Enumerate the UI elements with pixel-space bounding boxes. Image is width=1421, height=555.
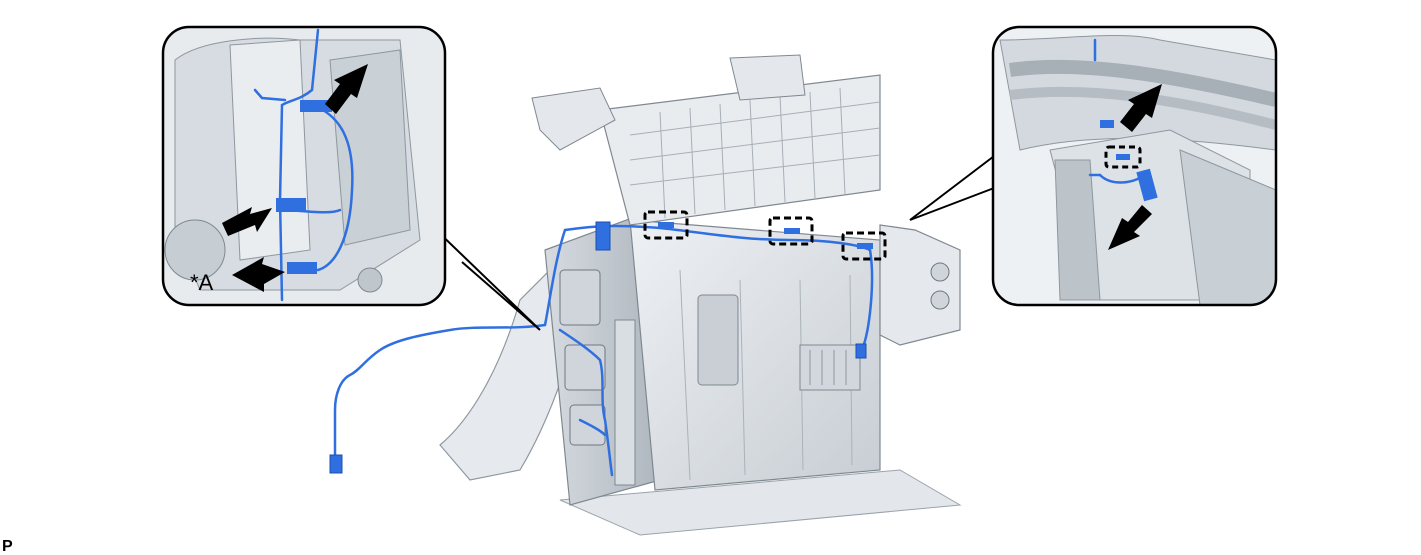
floor-duct <box>559 469 962 536</box>
clamp-outline-icon <box>643 210 887 261</box>
clamp-outline-icon <box>1104 145 1142 169</box>
connector-icon <box>1136 168 1158 202</box>
connector-icon <box>1100 120 1114 128</box>
pointer-arrow-icon <box>222 207 272 236</box>
callout-leaders <box>430 149 1003 331</box>
wire-harness <box>333 224 874 477</box>
door-actuators <box>559 269 606 446</box>
heater-core-housing <box>879 224 961 346</box>
filter-frame <box>614 319 636 486</box>
pointer-arrow-icon <box>1108 205 1152 250</box>
figure-corner-code: P <box>2 538 13 555</box>
pointer-arrow-icon <box>1120 84 1162 132</box>
pointer-arrow-icon <box>325 64 368 114</box>
detail-callout-left <box>161 25 447 307</box>
connector-icon <box>595 221 611 251</box>
connector-icon <box>300 100 332 112</box>
connector-icon <box>855 343 867 359</box>
connector-icon <box>276 198 306 212</box>
blower-grid <box>629 87 881 219</box>
pointer-arrow-icon <box>232 257 285 292</box>
clamp-marker <box>658 222 873 249</box>
callout-label-a: *A <box>190 270 214 295</box>
outlet-duct-left <box>531 87 616 151</box>
pipe-port-lower <box>930 290 950 310</box>
connector-icon <box>329 454 343 474</box>
detail-callout-right <box>991 25 1278 307</box>
pipe-port-upper <box>930 262 950 282</box>
connector-icon <box>287 262 317 274</box>
service-panel <box>697 294 739 386</box>
outlet-duct-top <box>729 54 806 101</box>
lower-grille <box>799 344 861 391</box>
hvac-unit-assembly <box>439 54 962 536</box>
